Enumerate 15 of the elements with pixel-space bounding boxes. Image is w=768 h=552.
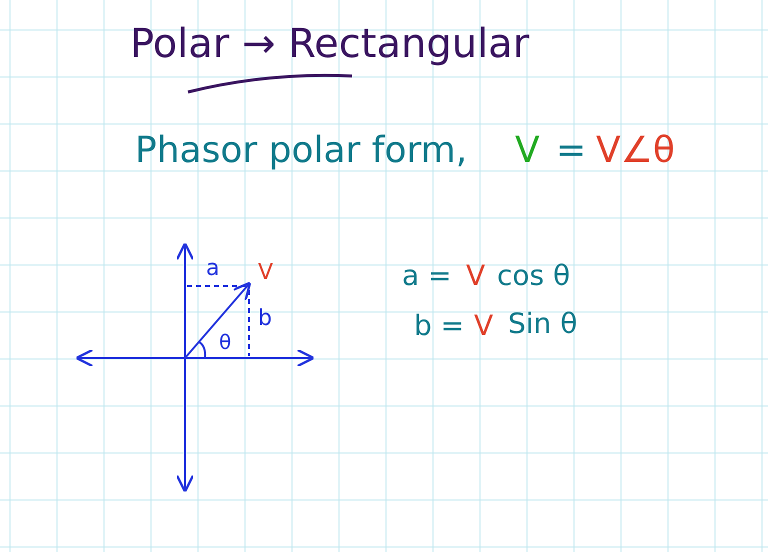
- equation: Sin θ: [508, 310, 578, 338]
- equation: b =: [414, 312, 464, 340]
- symbol: V: [515, 133, 540, 169]
- label: Phasor polar form,: [135, 133, 468, 169]
- axis-label: V: [258, 262, 274, 284]
- equation: a =: [402, 262, 452, 290]
- symbol: V: [474, 312, 494, 340]
- axis-label: a: [206, 258, 220, 280]
- angle-label: θ: [219, 332, 232, 352]
- symbol: =: [556, 133, 586, 169]
- title: Polar → Rectangular: [130, 24, 530, 64]
- symbol: V: [466, 262, 486, 290]
- equation: cos θ: [497, 262, 570, 290]
- axis-label: b: [258, 308, 272, 330]
- symbol: V∠θ: [596, 133, 675, 169]
